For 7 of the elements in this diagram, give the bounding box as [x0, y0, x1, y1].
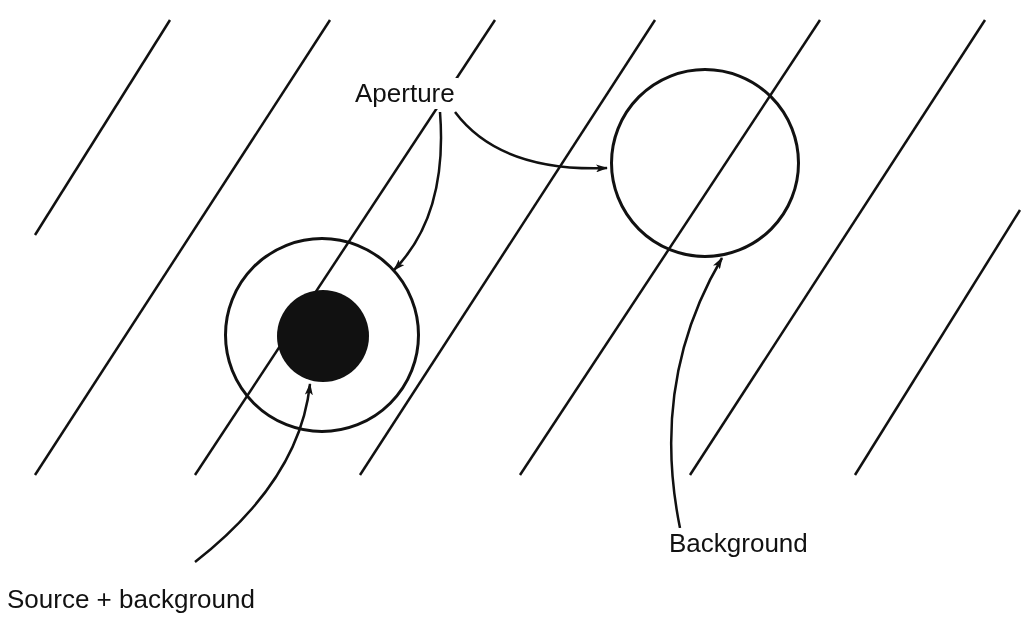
- label: Aperture: [352, 78, 458, 109]
- leader-arrow: [194, 383, 313, 563]
- leader-arrow: [393, 111, 443, 271]
- aperture-circle: [610, 68, 800, 258]
- leader-arrow: [670, 257, 724, 529]
- leader-arrow: [454, 111, 608, 173]
- aperture-circle: [224, 237, 420, 433]
